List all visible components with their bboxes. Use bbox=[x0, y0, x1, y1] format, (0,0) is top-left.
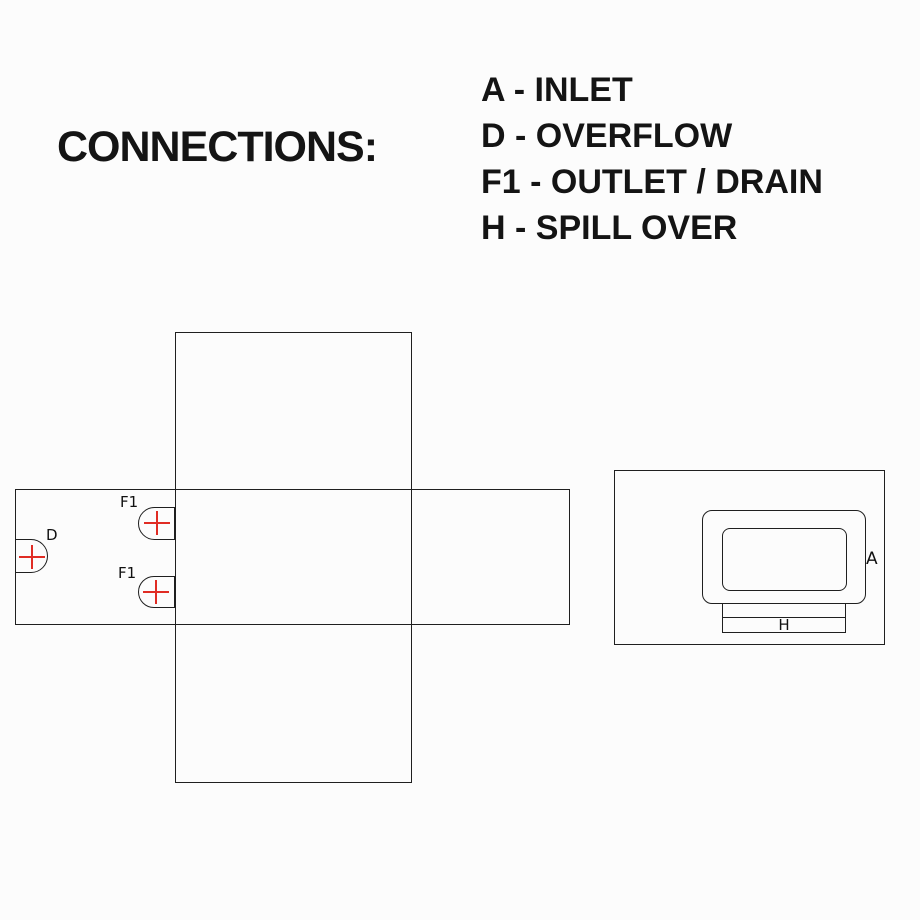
legend-item-outlet-drain: F1 - OUTLET / DRAIN bbox=[481, 163, 823, 201]
plan-label-spill-over: H bbox=[778, 615, 790, 634]
crosshair-icon bbox=[156, 511, 158, 535]
net-horizontal-panel bbox=[15, 489, 570, 625]
plan-outer-rect bbox=[614, 470, 885, 645]
page-title: CONNECTIONS: bbox=[57, 123, 378, 171]
port-f1-bottom-label: F1 bbox=[118, 564, 137, 582]
plan-label-inlet: A bbox=[866, 549, 878, 569]
connections-legend: A - INLET D - OVERFLOW F1 - OUTLET / DRA… bbox=[481, 67, 823, 251]
legend-item-spill-over: H - SPILL OVER bbox=[481, 209, 738, 247]
port-f1-top-label: F1 bbox=[120, 493, 139, 511]
plan-spillover-tray-lower: H bbox=[722, 617, 846, 633]
port-d-label: D bbox=[46, 526, 58, 544]
net-vertical-panel bbox=[175, 332, 412, 783]
legend-item-overflow: D - OVERFLOW bbox=[481, 117, 733, 155]
plan-opening-rect bbox=[722, 528, 847, 591]
crosshair-icon bbox=[155, 580, 157, 604]
legend-item-inlet: A - INLET bbox=[481, 71, 633, 109]
crosshair-icon bbox=[31, 545, 33, 569]
